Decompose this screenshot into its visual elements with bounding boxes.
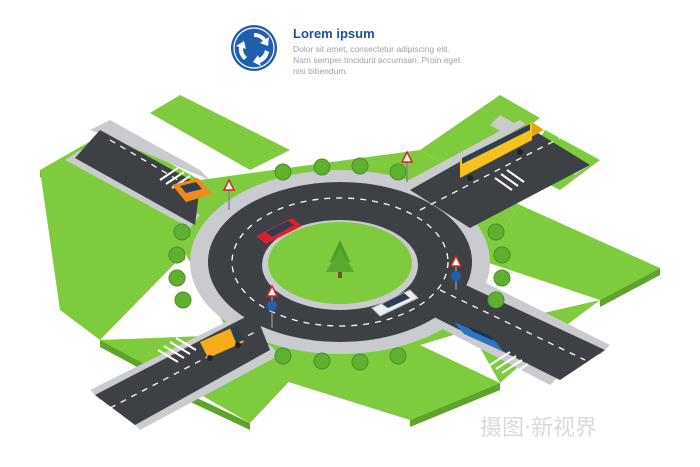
central-island <box>262 220 418 310</box>
car-orange-icon <box>172 178 212 202</box>
bus-icon <box>460 122 544 181</box>
header-title: Lorem ipsum <box>293 26 375 41</box>
road-sign-icon <box>400 150 414 182</box>
roundabout-sign-icon <box>231 25 277 71</box>
car-red-icon <box>256 218 302 244</box>
crosswalks <box>157 167 529 378</box>
bushes <box>168 157 511 371</box>
road-sign-icon <box>222 178 236 210</box>
header-description: Dolor sit amet, consectetur adipiscing e… <box>293 44 460 77</box>
car-white-icon <box>371 289 419 317</box>
car-blue-icon <box>454 322 504 352</box>
road-sign-icon <box>449 254 463 290</box>
road-signs <box>222 150 463 328</box>
header: Lorem ipsum Dolor sit amet, consectetur … <box>230 24 530 76</box>
description-line: Dolor sit amet, consectetur adipiscing e… <box>293 44 450 54</box>
road-sign-icon <box>265 284 279 328</box>
van-icon <box>200 325 244 361</box>
description-line: Nam semper tincidunt accumsan. Proin ege… <box>293 55 461 65</box>
watermark: 摄图·新视界 <box>480 416 597 441</box>
description-line: nisi bibendum. <box>293 66 348 76</box>
tree-icon <box>326 240 354 278</box>
